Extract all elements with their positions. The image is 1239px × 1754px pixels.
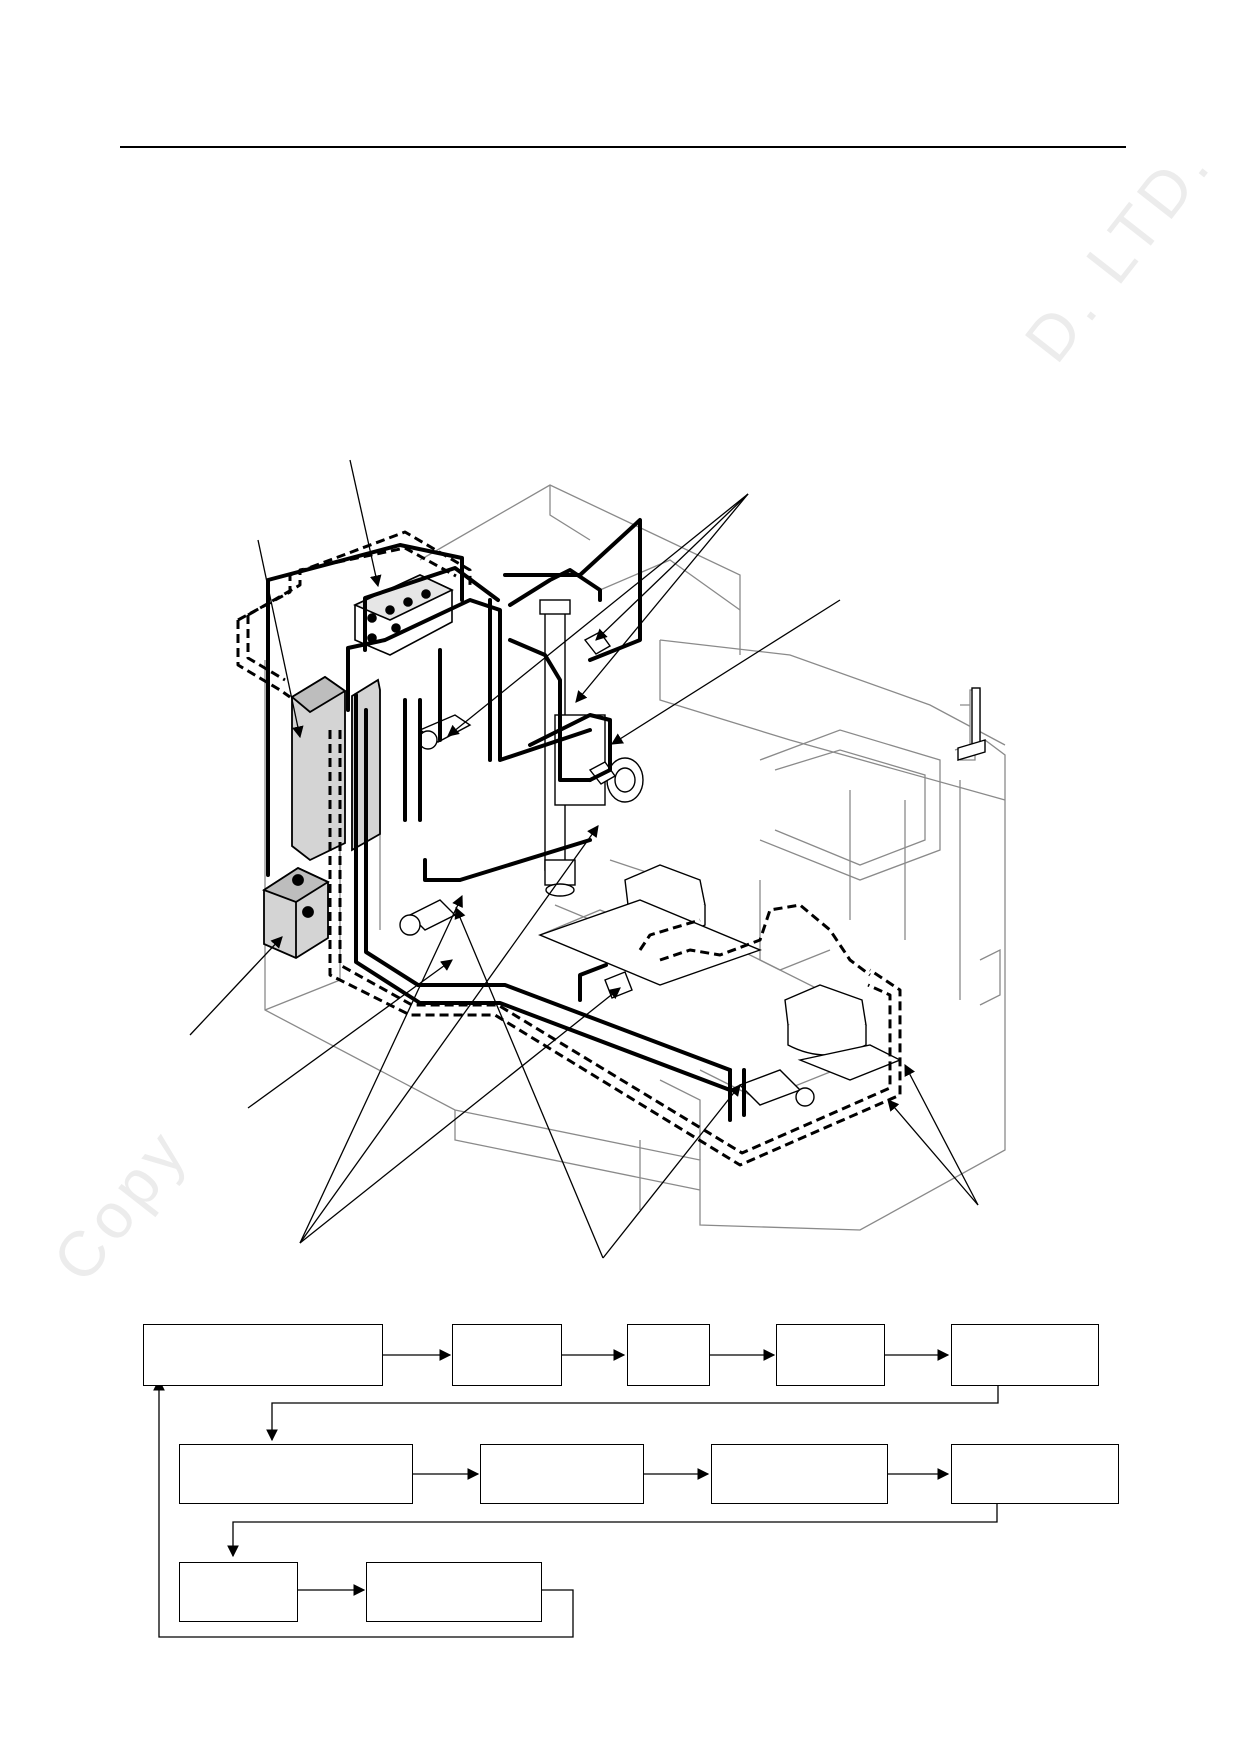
piping-route-solid xyxy=(266,518,746,1122)
flow-step-9 xyxy=(951,1444,1119,1504)
flow-step-6 xyxy=(179,1444,413,1504)
flow-step-5 xyxy=(951,1324,1099,1386)
pallet-table-right xyxy=(784,984,902,1081)
cylinder-lower xyxy=(399,899,815,1107)
pump-unit xyxy=(262,866,330,960)
flow-step-3 xyxy=(627,1324,710,1386)
flowchart-connectors xyxy=(153,1349,999,1638)
flow-step-11 xyxy=(366,1562,542,1622)
pallet-table-left xyxy=(538,864,762,986)
signal-tower-icon xyxy=(957,687,986,761)
leader-lines xyxy=(189,459,979,1259)
flow-step-4 xyxy=(776,1324,885,1386)
piping-route-dashed xyxy=(236,530,902,1167)
flow-step-7 xyxy=(480,1444,644,1504)
flow-step-2 xyxy=(452,1324,562,1386)
header-rule xyxy=(120,146,1126,148)
flow-step-10 xyxy=(179,1562,298,1622)
flow-step-8 xyxy=(711,1444,888,1504)
flow-step-1 xyxy=(143,1324,383,1386)
